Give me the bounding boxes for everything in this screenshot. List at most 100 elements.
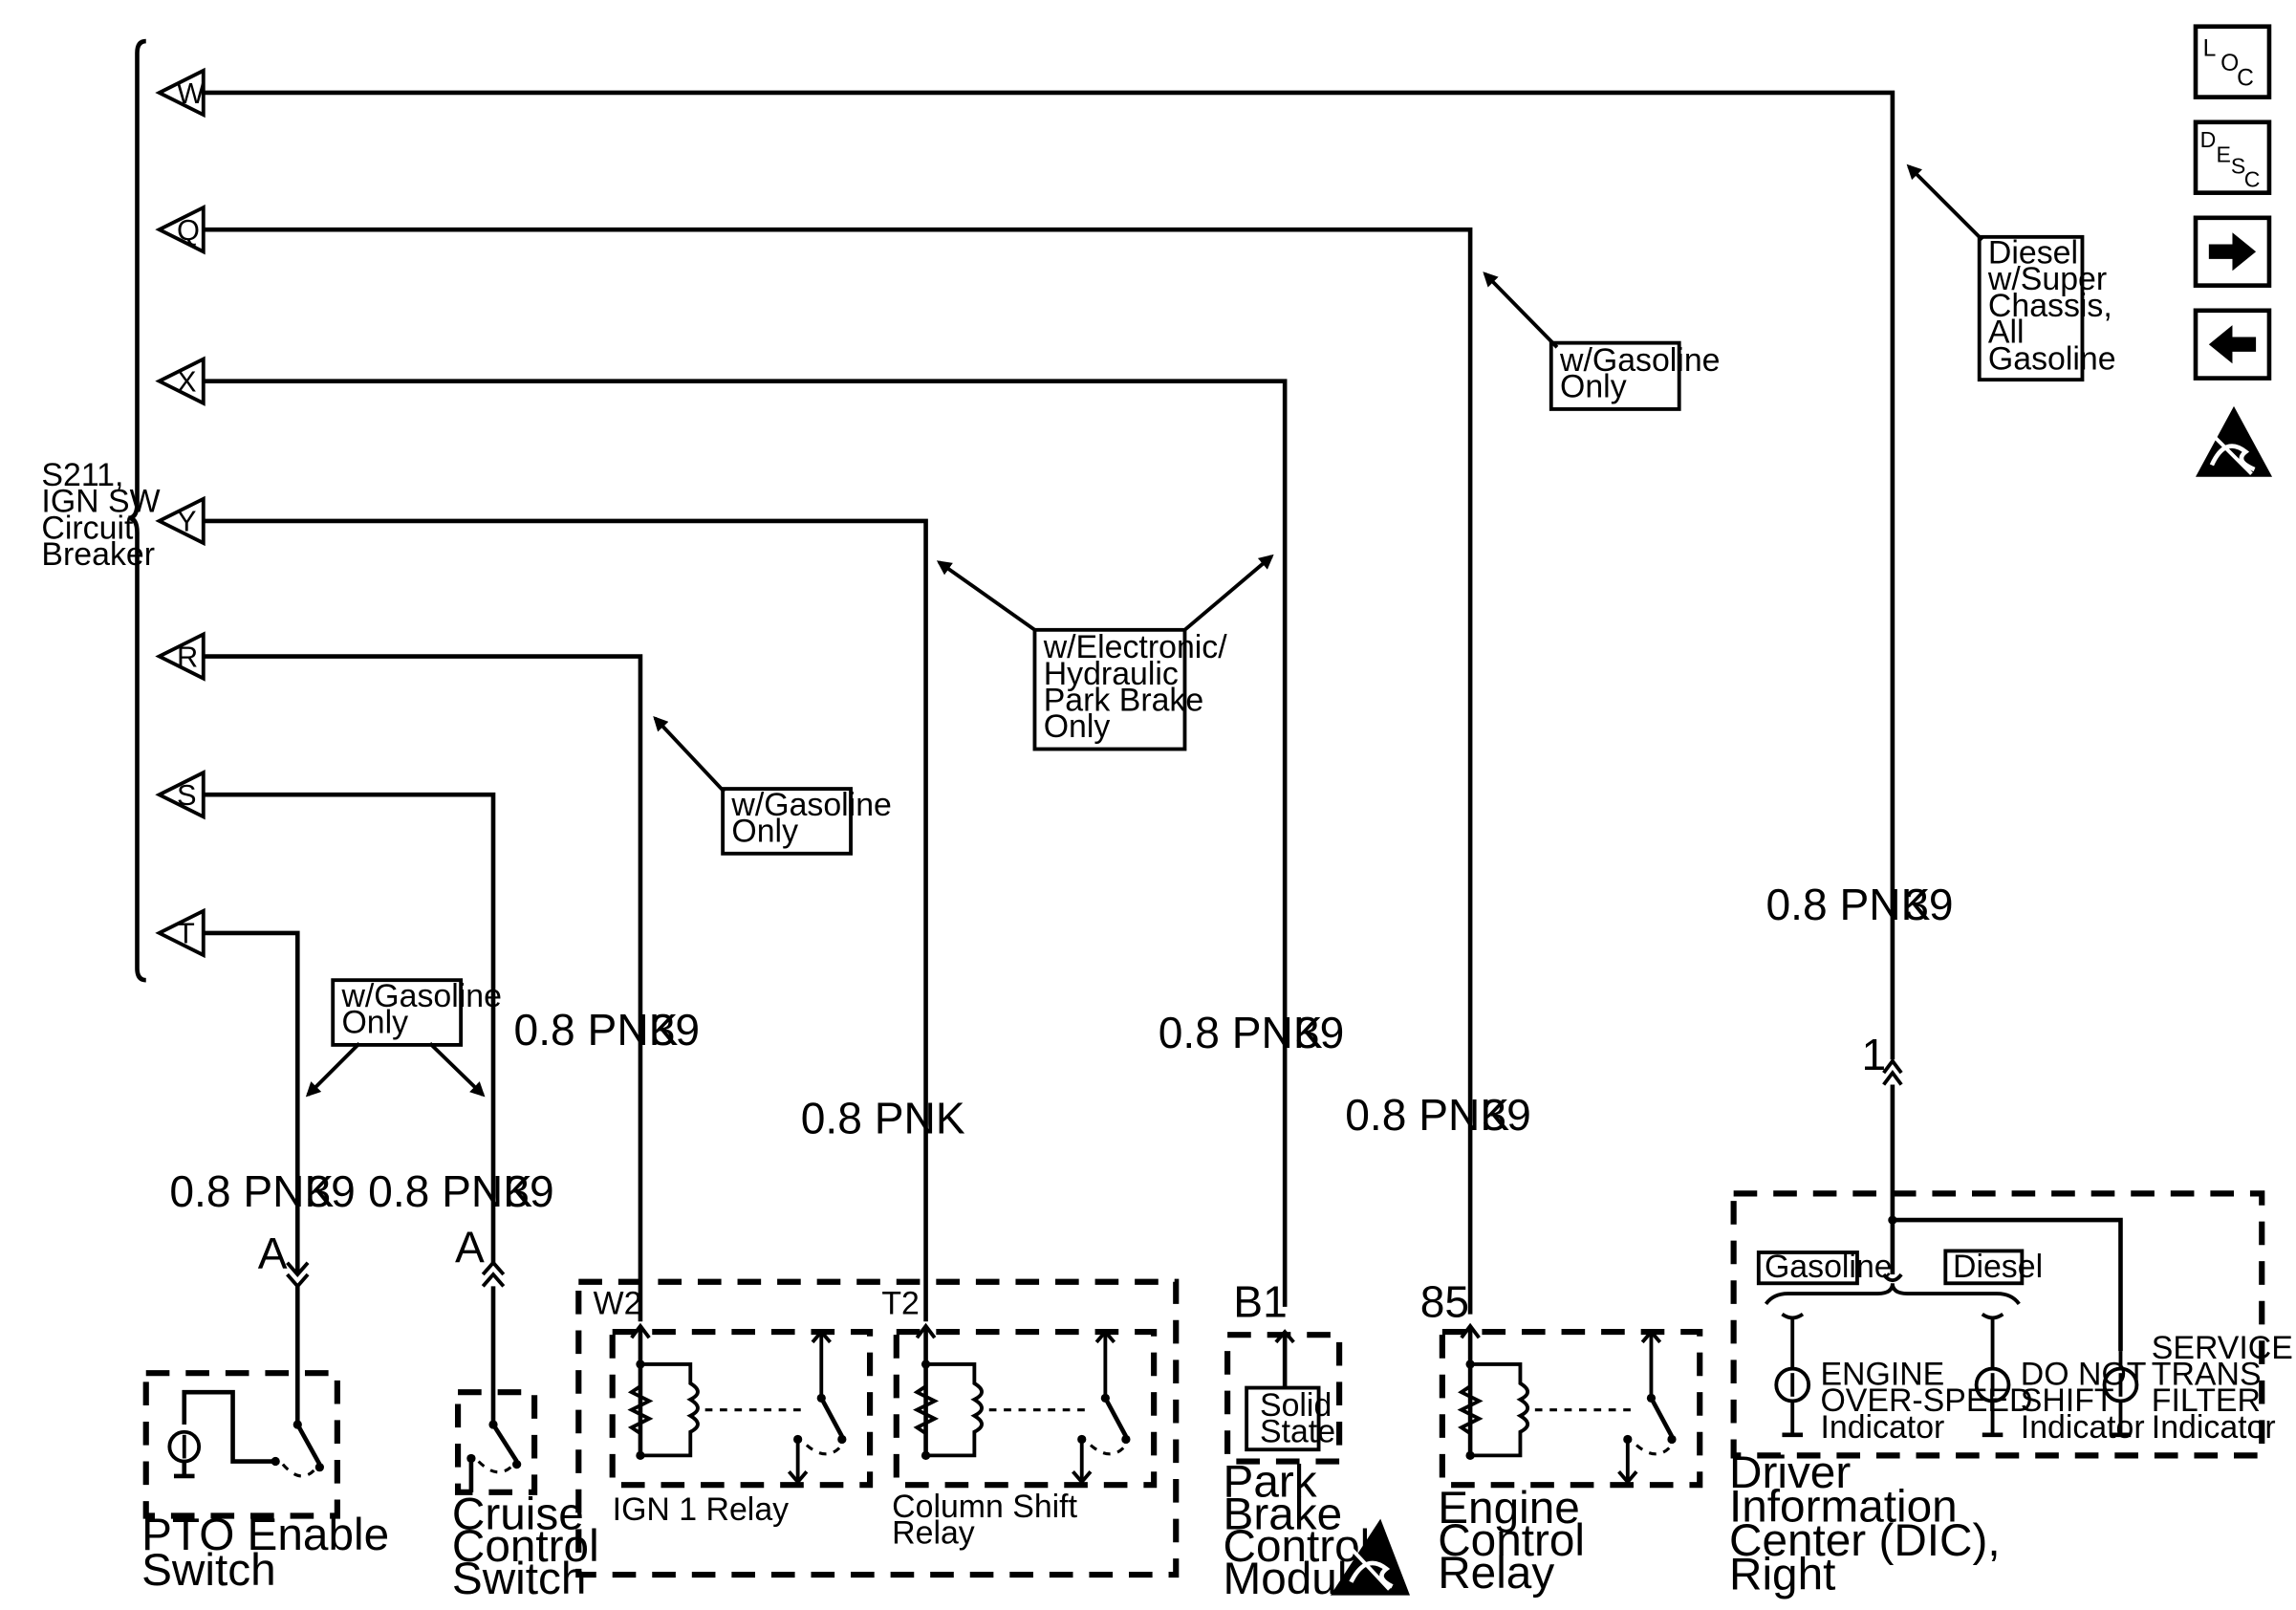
svg-text:Chassis,: Chassis, [1988, 288, 2112, 324]
terminal-x: X [155, 356, 206, 406]
wire-r-label: 0.8 PNK [514, 1005, 679, 1055]
note-gasoline-only-ts: w/Gasoline Only [305, 978, 502, 1098]
engine-label-line-1: Engine [1438, 1483, 1580, 1534]
svg-text:SERVICE: SERVICE [2152, 1330, 2293, 1366]
ign-pin: W2 [594, 1286, 642, 1322]
wire-t-circuit: 39 [307, 1166, 356, 1216]
svg-text:S: S [177, 778, 197, 812]
park-pin: B1 [1233, 1277, 1287, 1327]
relay-group-outline [575, 1278, 1180, 1578]
ign-1-relay: W2 IGN 1 Relay [594, 1286, 874, 1528]
svg-text:S: S [2231, 154, 2245, 179]
cruise-label-line-1: Cruise [452, 1489, 584, 1539]
svg-text:L: L [2203, 35, 2217, 61]
wire-t [203, 930, 300, 1275]
circuit-breaker-source: S211, IGN SW Circuit Breaker W Q X Y R S… [41, 38, 206, 983]
esd-warning-icon [1330, 1518, 1410, 1596]
next-page-button[interactable] [2193, 215, 2272, 288]
svg-text:Park Brake: Park Brake [1044, 682, 1203, 718]
column-relay-label-1: Column Shift [892, 1489, 1077, 1525]
svg-text:w/Electronic/: w/Electronic/ [1043, 629, 1228, 665]
pto-label-line-2: Switch [141, 1545, 276, 1596]
cruise-label-line-3: Switch [452, 1554, 587, 1604]
dic-label-line-1: Driver [1729, 1447, 1851, 1498]
wire-x-label: 0.8 PNK [1159, 1008, 1323, 1057]
park-label-line-1: Park [1224, 1456, 1317, 1507]
svg-text:Y: Y [177, 505, 197, 538]
svg-text:Only: Only [1044, 708, 1111, 745]
svg-text:Diesel: Diesel [1988, 235, 2078, 272]
svg-text:All: All [1988, 315, 2025, 351]
wire-s-label: 0.8 PNK [368, 1166, 532, 1216]
svg-text:Only: Only [1560, 369, 1627, 405]
engine-pin: 85 [1420, 1277, 1469, 1327]
svg-text:Only: Only [731, 813, 798, 849]
dic-pin: 1 [1862, 1030, 1887, 1079]
engine-control-relay: 85 Engine Control Relay [1420, 1277, 1703, 1599]
wire-r-circuit: 39 [651, 1005, 700, 1055]
wire-q-label: 0.8 PNK [1345, 1090, 1509, 1140]
previous-page-button[interactable] [2193, 308, 2272, 381]
svg-text:Q: Q [177, 213, 200, 247]
cruise-control-switch: A Cruise Control Switch [452, 1223, 599, 1604]
park-brake-control-module: B1 Solid State Park Brake Control Module [1224, 1277, 1410, 1604]
wire-w-label: 0.8 PNK [1766, 880, 1931, 929]
driver-information-center: 1 Gasoline Diesel ENGINE OVER-SPEED Indi… [1729, 1030, 2293, 1599]
wire-x [203, 379, 1288, 1307]
wire-x-circuit: 39 [1295, 1008, 1344, 1057]
note-diesel-super-chassis: Diesel w/Super Chassis, All Gasoline [1906, 163, 2116, 382]
note-gasoline-only-q: w/Gasoline Only [1483, 272, 1721, 411]
svg-text:X: X [177, 364, 197, 398]
terminal-w: W [155, 67, 206, 119]
svg-text:O: O [2220, 51, 2239, 76]
svg-text:E: E [2217, 141, 2231, 166]
esd-warning-icon [2195, 405, 2273, 477]
dic-gasoline-tag: Gasoline [1765, 1249, 1893, 1285]
wire-y-label: 0.8 PNK [801, 1093, 965, 1142]
loc-button[interactable]: L O C [2193, 24, 2272, 99]
terminal-t: T [155, 907, 206, 959]
svg-text:Hydraulic: Hydraulic [1044, 656, 1179, 692]
svg-text:D: D [2200, 127, 2217, 152]
dic-label-line-4: Right [1729, 1549, 1835, 1599]
svg-text:w/Gasoline: w/Gasoline [730, 787, 891, 823]
cruise-pin: A [455, 1223, 485, 1273]
svg-text:R: R [177, 640, 198, 673]
source-label-line-1: S211, [41, 457, 123, 493]
solid-state-line-1: Solid [1260, 1387, 1332, 1424]
terminal-s: S [155, 770, 206, 820]
svg-text:T: T [177, 917, 195, 950]
wire-w-circuit: 39 [1904, 880, 1953, 929]
source-label-line-2: IGN SW [41, 484, 160, 520]
svg-text:ENGINE: ENGINE [1820, 1356, 1944, 1392]
do-not-shift-indicator: DO NOT SHIFT Indicator [1974, 1312, 2147, 1446]
wire-y [203, 518, 928, 1322]
pto-enable-switch: A PTO Enable Switch [141, 1229, 389, 1596]
arrow-left-icon [2208, 325, 2257, 364]
wire-s-circuit: 39 [505, 1166, 553, 1216]
service-trans-filter-indicator: SERVICE TRANS FILTER Indicator [2102, 1330, 2293, 1446]
dic-label-line-2: Information [1729, 1482, 1958, 1533]
dic-diesel-tag: Diesel [1953, 1249, 2043, 1285]
terminal-r: R [155, 631, 206, 682]
column-pin: T2 [881, 1286, 920, 1322]
wire-r [203, 654, 643, 1322]
column-shift-relay: T2 Column Shift Relay [881, 1286, 1158, 1552]
wire-s [203, 792, 496, 1266]
svg-text:C: C [2237, 65, 2254, 91]
desc-button[interactable]: D E S C [2193, 120, 2272, 195]
svg-text:FILTER: FILTER [2152, 1382, 2261, 1419]
svg-text:w/Gasoline: w/Gasoline [340, 978, 501, 1014]
solid-state-line-2: State [1260, 1414, 1335, 1450]
svg-text:w/Gasoline: w/Gasoline [1559, 342, 1721, 379]
wire-q [203, 227, 1473, 1315]
engine-label-line-3: Relay [1438, 1548, 1554, 1599]
cruise-label-line-2: Control [452, 1521, 599, 1572]
terminal-q: Q [155, 204, 206, 255]
svg-text:w/Super: w/Super [1987, 261, 2107, 297]
svg-text:DO NOT: DO NOT [2021, 1356, 2147, 1392]
arrow-right-icon [2208, 232, 2257, 272]
ign-relay-label: IGN 1 Relay [613, 1491, 789, 1528]
svg-text:C: C [2244, 166, 2261, 191]
